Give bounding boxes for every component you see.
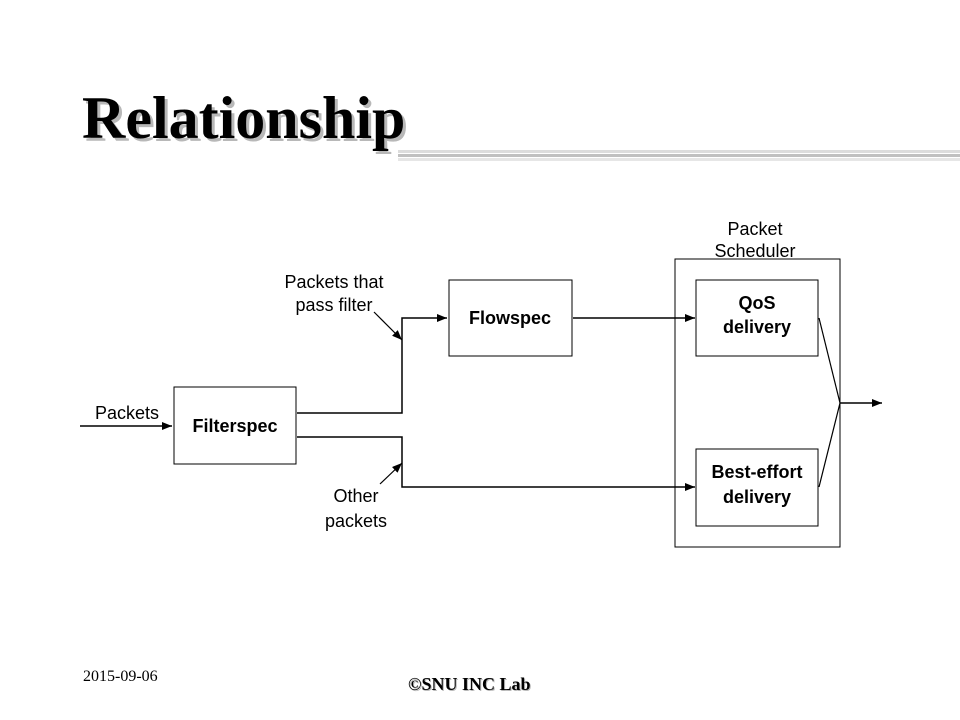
- other-packets-label-2: packets: [325, 511, 387, 531]
- footer-lab-name: SNU INC Lab: [421, 674, 531, 694]
- flowspec-label: Flowspec: [469, 308, 551, 328]
- title-underline-light: [398, 158, 960, 161]
- filterspec-label: Filterspec: [192, 416, 277, 436]
- scheduler-label-1: Packet: [727, 219, 782, 239]
- title-underline: [398, 150, 960, 153]
- best-effort-label-2: delivery: [723, 487, 791, 507]
- other-packets-path: [297, 436, 695, 491]
- footer-lab: ©SNU INC Lab: [408, 674, 530, 695]
- qos-label-2: delivery: [723, 317, 791, 337]
- qos-label-1: QoS: [738, 293, 775, 313]
- qos-delivery-box: [695, 279, 819, 357]
- other-packets-pointer: [379, 462, 403, 485]
- flowspec-box: [448, 279, 573, 357]
- slide-title: Relationship: [82, 85, 406, 151]
- scheduler-label-2: Scheduler: [714, 241, 795, 261]
- qos-merge-line: [818, 317, 841, 404]
- pass-filter-label-2: pass filter: [295, 295, 372, 315]
- best-effort-label-1: Best-effort: [711, 462, 802, 482]
- title-underline-dark: [398, 154, 960, 157]
- footer-date: 2015-09-06: [83, 668, 158, 685]
- best-effort-merge-line: [818, 402, 841, 488]
- filterspec-box: [173, 386, 297, 465]
- pass-filter-path: [297, 314, 447, 414]
- best-effort-delivery-box: [695, 448, 819, 527]
- other-packets-label-1: Other: [333, 486, 378, 506]
- pass-filter-pointer: [373, 311, 403, 341]
- pass-filter-label-1: Packets that: [284, 272, 383, 292]
- packets-input-label: Packets: [95, 403, 159, 423]
- copyright-symbol: ©: [408, 674, 422, 694]
